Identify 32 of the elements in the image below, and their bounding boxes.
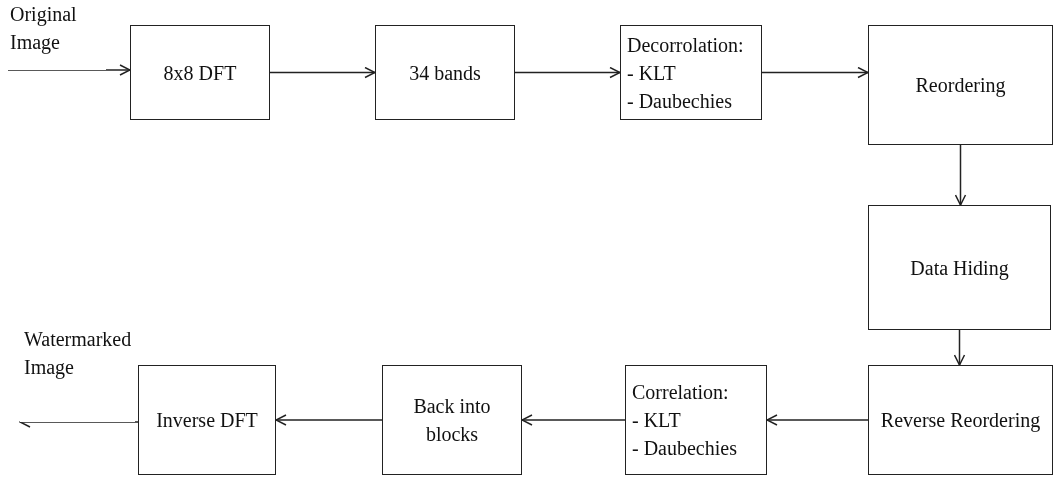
arrow xyxy=(954,144,967,206)
box-label: Decorrolation: xyxy=(627,32,744,58)
process-box xyxy=(130,25,270,120)
box-label: Inverse DFT xyxy=(156,408,258,433)
process-box xyxy=(382,365,522,475)
box-label: Data Hiding xyxy=(910,255,1009,282)
caption-text: Original Image xyxy=(10,2,78,56)
list-item: - KLT xyxy=(627,60,676,86)
process-box xyxy=(625,365,767,475)
process-box xyxy=(138,365,276,475)
arrow xyxy=(275,414,383,426)
box-label: 8x8 DFT xyxy=(163,60,237,86)
process-box xyxy=(620,25,762,120)
arrow xyxy=(521,414,626,426)
arrow xyxy=(953,329,966,366)
process-box xyxy=(868,25,1053,145)
box-label: Back into blocks xyxy=(412,394,492,447)
arrow xyxy=(514,66,621,79)
box-label: Reverse Reordering xyxy=(880,408,1041,434)
arrow xyxy=(761,66,869,79)
process-box xyxy=(375,25,515,120)
process-box xyxy=(868,205,1051,330)
process-box xyxy=(868,365,1053,475)
box-label: Reordering xyxy=(915,73,1006,99)
arrow xyxy=(766,414,869,426)
list-item: - Daubechies xyxy=(627,88,732,114)
arrow xyxy=(269,66,376,79)
list-item: - Daubechies xyxy=(632,436,737,461)
list-item: - KLT xyxy=(632,408,681,433)
caption-text: Watermarked Image xyxy=(24,327,132,381)
box-label: Correlation: xyxy=(632,380,729,405)
box-label: 34 bands xyxy=(409,60,481,86)
